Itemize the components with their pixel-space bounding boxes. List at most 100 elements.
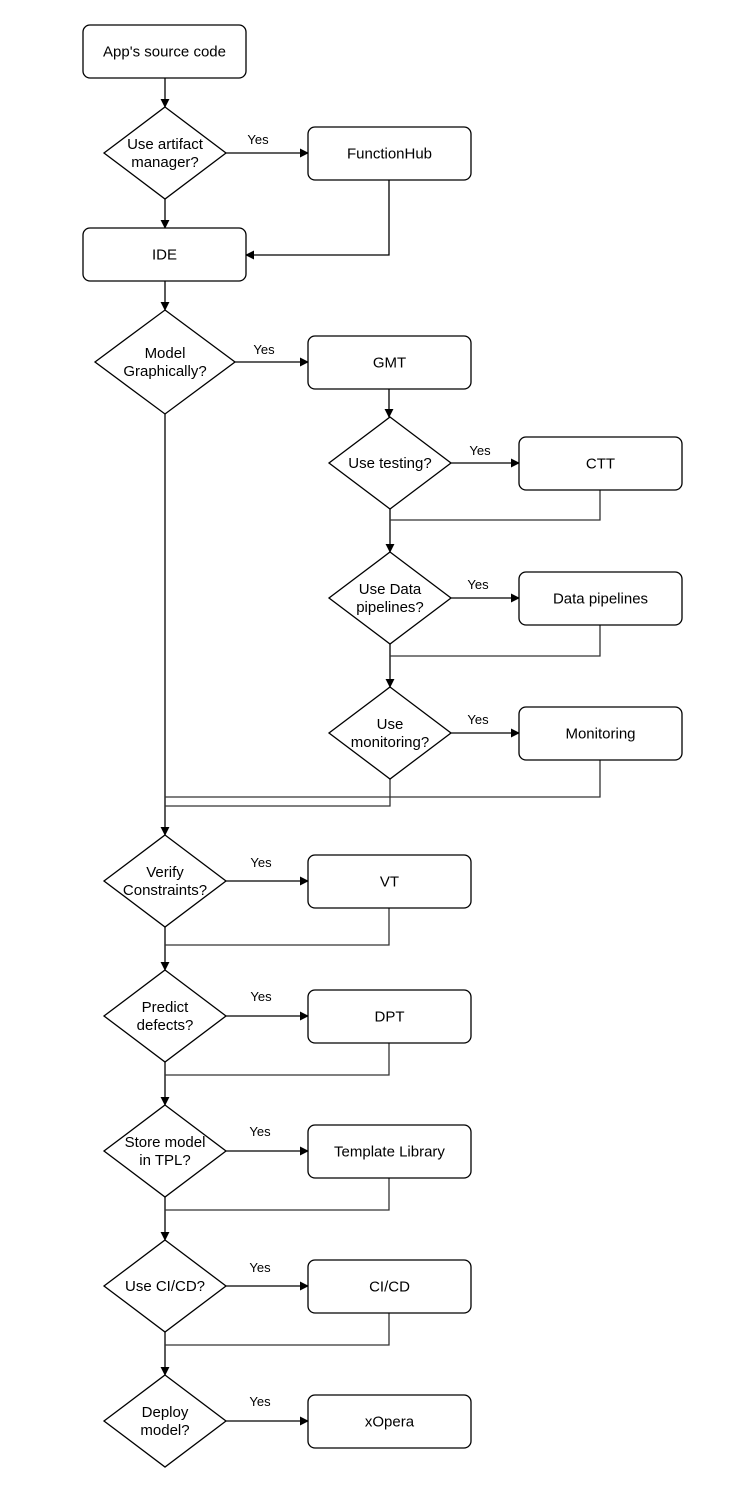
connector-line — [390, 625, 601, 657]
functionhub-box: FunctionHub — [307, 126, 472, 181]
source-box: App's source code — [82, 24, 247, 79]
decision-diamond — [102, 969, 228, 1063]
node-label: FunctionHub — [347, 146, 432, 163]
process-box — [82, 24, 247, 79]
decision-diamond — [327, 686, 453, 780]
node-label: Use — [377, 716, 404, 733]
connector-line — [165, 1043, 390, 1076]
connector-line — [165, 760, 601, 798]
yes-label: Yes — [253, 342, 275, 357]
process-box — [307, 126, 472, 181]
connector-line — [165, 908, 390, 946]
node-label: Use Data — [359, 581, 422, 598]
node-label: Deploy — [142, 1404, 189, 1421]
process-box — [82, 227, 247, 282]
ide-box: IDE — [82, 227, 247, 282]
yes-label: Yes — [247, 132, 269, 147]
node-label: GMT — [373, 355, 406, 372]
node-label: defects? — [137, 1017, 194, 1034]
connector-line — [390, 490, 601, 521]
connector-line — [165, 779, 391, 807]
process-box — [518, 571, 683, 626]
connector-q-monitoring-to-monitoring: Yes — [451, 712, 520, 738]
connector-q-testing-to-ctt: Yes — [451, 443, 520, 468]
node-label: manager? — [131, 154, 199, 171]
node-label: xOpera — [365, 1414, 415, 1431]
connector-template-library-to-q-cicd — [165, 1178, 390, 1211]
q-testing-decision: Use testing? — [327, 416, 453, 510]
node-label: Monitoring — [565, 726, 635, 743]
connector-ctt-to-q-data — [390, 490, 601, 521]
dpt-box: DPT — [307, 989, 472, 1044]
connector-cicd-to-q-deploy — [165, 1313, 390, 1346]
node-label: Use CI/CD? — [125, 1278, 205, 1295]
connector-line — [245, 180, 390, 260]
node-label: in TPL? — [139, 1152, 190, 1169]
decision-diamond — [327, 551, 453, 645]
cicd-box: CI/CD — [307, 1259, 472, 1314]
decision-diamond — [102, 1104, 228, 1198]
decision-diamond — [102, 1374, 228, 1468]
node-label: Verify — [146, 864, 184, 881]
connector-q-deploy-to-xopera: Yes — [226, 1394, 309, 1426]
node-label: Use artifact — [127, 136, 204, 153]
node-label: IDE — [152, 247, 177, 264]
q-cicd-decision: Use CI/CD? — [102, 1239, 228, 1333]
node-label: Data pipelines — [553, 591, 648, 608]
node-label: Model — [145, 345, 186, 362]
process-box — [307, 1124, 472, 1179]
process-box — [307, 854, 472, 909]
decision-diamond — [102, 834, 228, 928]
connector-q-artifact-to-functionhub: Yes — [226, 132, 309, 158]
connector-data-pipelines-to-q-monitoring — [390, 625, 601, 657]
process-box — [518, 436, 683, 491]
xopera-box: xOpera — [307, 1394, 472, 1449]
connector-q-predict-to-dpt: Yes — [226, 989, 309, 1021]
process-box — [518, 706, 683, 761]
connector-q-model-to-gmt: Yes — [235, 342, 309, 367]
node-label: pipelines? — [356, 599, 424, 616]
node-label: VT — [380, 874, 399, 891]
data-pipelines-box: Data pipelines — [518, 571, 683, 626]
node-label: model? — [140, 1422, 189, 1439]
node-label: Predict — [142, 999, 190, 1016]
connector-monitoring-to-q-verify — [165, 760, 601, 798]
decision-diamond — [93, 309, 237, 415]
yes-label: Yes — [467, 577, 489, 592]
decision-diamond — [102, 1239, 228, 1333]
node-label: CI/CD — [369, 1279, 410, 1296]
yes-label: Yes — [249, 1394, 271, 1409]
decision-diamond — [327, 416, 453, 510]
connector-q-monitoring-to-q-verify — [165, 779, 391, 807]
process-box — [307, 989, 472, 1044]
connector-q-store-to-template-library: Yes — [226, 1124, 309, 1156]
connector-functionhub-to-ide — [245, 180, 390, 260]
monitoring-box: Monitoring — [518, 706, 683, 761]
yes-label: Yes — [469, 443, 491, 458]
node-label: Template Library — [334, 1144, 445, 1161]
yes-label: Yes — [250, 989, 272, 1004]
ctt-box: CTT — [518, 436, 683, 491]
connector-line — [165, 1313, 390, 1346]
vt-box: VT — [307, 854, 472, 909]
template-library-box: Template Library — [307, 1124, 472, 1179]
connector-dpt-to-q-store — [165, 1043, 390, 1076]
node-label: Store model — [125, 1134, 206, 1151]
node-label: CTT — [586, 456, 615, 473]
node-label: Constraints? — [123, 882, 207, 899]
connector-q-data-to-data-pipelines: Yes — [451, 577, 520, 603]
connector-q-cicd-to-cicd: Yes — [226, 1260, 309, 1291]
node-label: DPT — [375, 1009, 405, 1026]
connector-vt-to-q-predict — [165, 908, 390, 946]
yes-label: Yes — [249, 1124, 271, 1139]
